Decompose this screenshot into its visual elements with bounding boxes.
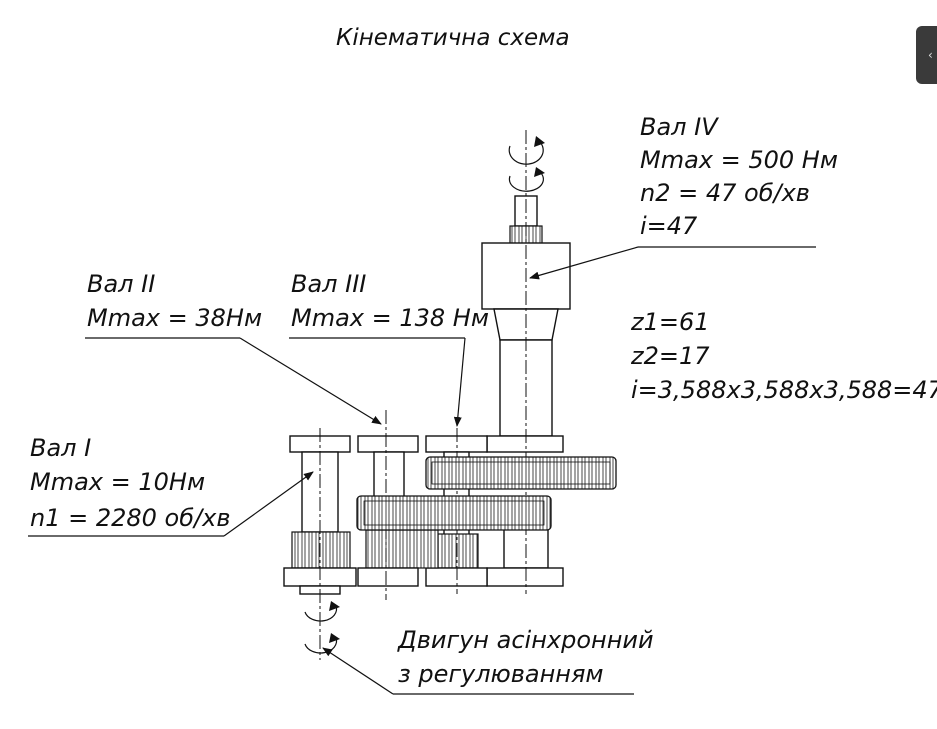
shaft-iv-torque: Mmax = 500 Нм: [640, 146, 838, 174]
leader-shaft-ii: [239, 337, 382, 425]
gear-z1: z1=61: [630, 308, 710, 336]
leader-shaft-iv: [529, 246, 639, 280]
shaft-i-speed: n1 = 2280 об/хв: [30, 504, 230, 532]
diagram-title: Кінематична схема: [336, 25, 570, 51]
shaft-i-name: Вал I: [30, 434, 91, 462]
label-shaft-i: Вал I Mmax = 10Нм n1 = 2280 об/хв: [28, 434, 314, 537]
label-shaft-ii: Вал II Mmax = 38Нм: [85, 270, 382, 425]
label-motor: Двигун асінхронний з регулюванням: [322, 626, 654, 695]
label-shaft-iii: Вал III Mmax = 138 Нм: [289, 270, 489, 427]
label-shaft-iv: Вал IV Mmax = 500 Нм n2 = 47 об/хв i=47: [529, 113, 838, 280]
shaft-ii-name: Вал II: [87, 270, 155, 298]
shaft-iv-assembly: [481, 130, 571, 594]
gear-ii-iii: [356, 495, 552, 531]
shaft-ii-upper-bearing: [357, 435, 419, 453]
shaft-i-assembly: [283, 428, 357, 660]
gear-iii-iv: [425, 456, 617, 490]
shaft-ii-torque: Mmax = 38Нм: [87, 304, 262, 332]
motor-line-2: з регулюванням: [398, 660, 604, 688]
side-panel-tab[interactable]: ‹: [916, 26, 937, 84]
shaft-iv-lower-bearing: [486, 567, 564, 587]
motor-line-1: Двигун асінхронний: [397, 626, 654, 654]
shaft-iv-speed: n2 = 47 об/хв: [640, 179, 810, 207]
leader-shaft-i: [223, 471, 314, 537]
shaft-iii-name: Вал III: [291, 270, 366, 298]
large-gear-upper: [425, 456, 617, 490]
shaft-iii-small-gear: [437, 533, 479, 569]
shaft-iii-torque: Mmax = 138 Нм: [291, 304, 489, 332]
gear-z2: z2=17: [630, 342, 710, 370]
chevron-left-icon: ‹: [928, 48, 933, 62]
shaft-iv-name: Вал IV: [640, 113, 719, 141]
large-gear-middle: [356, 495, 552, 531]
gear-total-ratio: i=3,588x3,588x3,588=47: [631, 376, 937, 404]
shaft-ii-lower-bearing: [357, 567, 419, 587]
shaft-iv-upper-bearing: [486, 435, 564, 453]
shaft-ii-small-gear: [365, 529, 439, 569]
label-gearing: z1=61 z2=17 i=3,588x3,588x3,588=47: [630, 308, 937, 404]
shaft-i-torque: Mmax = 10Нм: [30, 468, 205, 496]
leader-motor: [322, 647, 394, 695]
motor-rotation-icon: [304, 601, 340, 654]
leader-shaft-iii: [453, 337, 466, 427]
rotation-arrow-icon: [508, 136, 545, 192]
shaft-iv-ratio: i=47: [640, 212, 698, 240]
shaft-i-pinion: [291, 531, 351, 569]
